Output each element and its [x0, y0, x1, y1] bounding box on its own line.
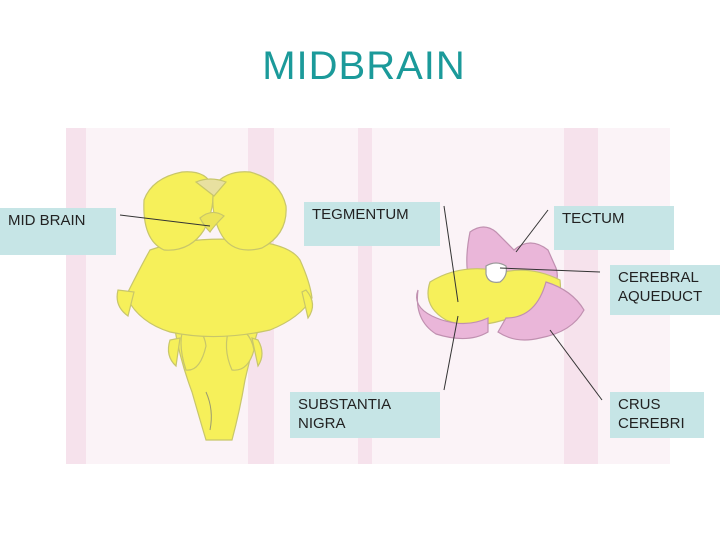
label-substantia-nigra: SUBSTANTIA NIGRA	[290, 392, 440, 438]
page-title: MIDBRAIN	[262, 44, 466, 88]
label-mid-brain: MID BRAIN	[0, 208, 116, 255]
leader-lines	[119, 205, 603, 401]
label-crus-cerebri: CRUS CEREBRI	[610, 392, 704, 438]
label-tectum: TECTUM	[554, 206, 674, 250]
midbrain-cross-section-drawing	[416, 226, 585, 341]
label-cerebral-aqueduct: CEREBRAL AQUEDUCT	[610, 265, 720, 315]
label-tegmentum: TEGMENTUM	[304, 202, 440, 246]
dorsal-brainstem-drawing	[116, 171, 314, 441]
